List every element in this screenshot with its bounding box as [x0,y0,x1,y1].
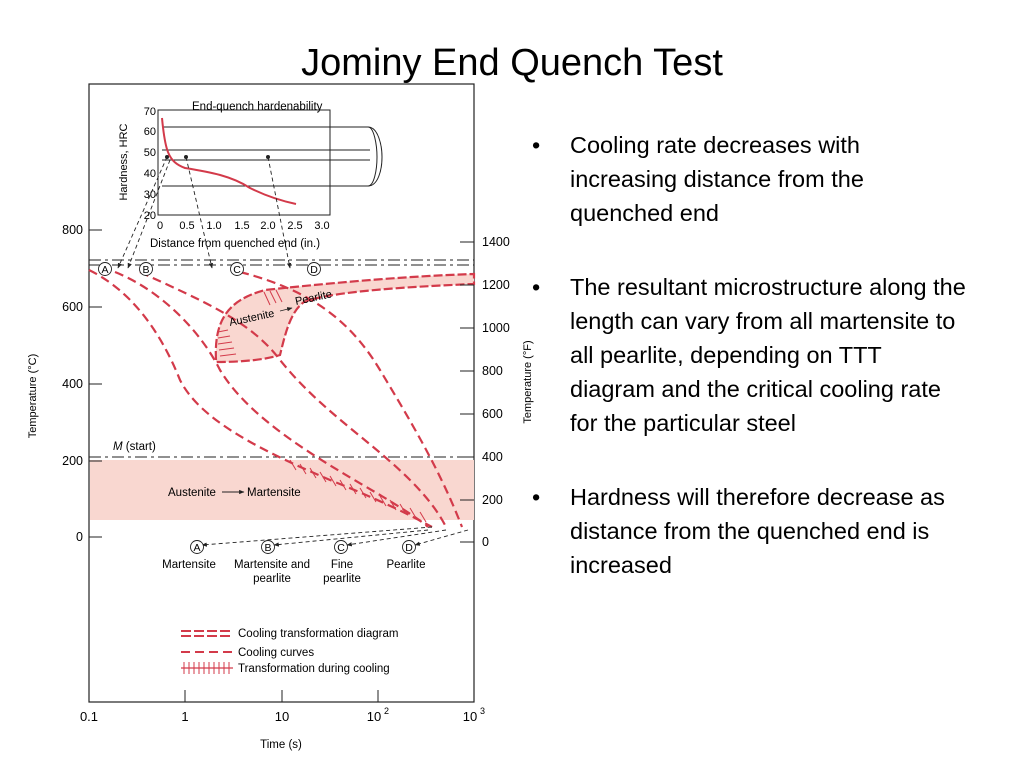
bullet-list: • Cooling rate decreases with increasing … [530,128,970,622]
svg-text:D: D [405,542,413,554]
svg-text:3.0: 3.0 [314,220,329,232]
x-tick-exp-2: 2 [384,706,389,716]
svg-text:Fine: Fine [331,559,353,571]
x-tick-0-1: 0.1 [80,709,98,724]
svg-text:D: D [310,264,318,276]
left-tick-600: 600 [62,300,83,314]
right-axis-ticks [460,241,474,543]
right-tick-200: 200 [482,493,503,507]
transformation-hatch-lower [289,459,427,523]
svg-text:A: A [101,264,108,276]
svg-text:B: B [142,264,149,276]
right-tick-800: 800 [482,364,503,378]
svg-text:1.5: 1.5 [234,220,249,232]
left-tick-800: 800 [62,223,83,237]
svg-text:pearlite: pearlite [253,573,291,585]
left-tick-400: 400 [62,377,83,391]
diagram-legend: Cooling transformation diagram Cooling c… [181,628,398,675]
right-tick-600: 600 [482,407,503,421]
right-tick-400: 400 [482,450,503,464]
bullet-text: Hardness will therefore decrease as dist… [570,484,945,578]
cooling-curves [88,269,464,528]
product-labels: Martensite Martensite and pearlite Fine … [162,559,425,585]
left-axis-ticks [89,229,102,538]
svg-text:Austenite: Austenite [168,487,216,499]
svg-text:Pearlite: Pearlite [387,559,426,571]
svg-text:C: C [337,542,345,554]
cooling-curve-b [114,270,429,528]
svg-text:Martensite and: Martensite and [234,559,310,571]
svg-text:1.0: 1.0 [206,220,221,232]
svg-text:B: B [264,542,271,554]
transformation-hatch-upper [217,289,283,357]
svg-text:Martensite: Martensite [247,487,301,499]
x-tick-10-2: 10 [367,709,381,724]
svg-text:pearlite: pearlite [323,573,361,585]
x-tick-10: 10 [275,709,289,724]
cooling-curve-c [139,271,447,528]
svg-text:70: 70 [144,106,156,118]
inset-plot: 70 60 50 40 30 20 0 0.5 1.0 1.5 2.0 2.5 … [118,101,383,250]
inset-xticks: 0 0.5 1.0 1.5 2.0 2.5 3.0 [157,220,330,232]
curve-letter-markers: A B C D [98,262,321,276]
ms-start-label: M (start) [113,441,156,453]
x-axis-label: Time (s) [260,739,302,751]
svg-text:60: 60 [144,126,156,138]
left-tick-0: 0 [76,530,83,544]
bullet-item: • Hardness will therefore decrease as dis… [530,480,970,582]
hardness-curve [161,117,297,205]
bullet-item: • The resultant microstructure along the … [530,270,970,440]
right-tick-0: 0 [482,535,489,549]
svg-text:A: A [193,542,200,554]
left-tick-200: 200 [62,454,83,468]
svg-text:0: 0 [157,220,163,232]
svg-text:40: 40 [144,168,156,180]
legend-item-cooling: Cooling curves [238,647,314,659]
cooling-curve-a [88,269,433,528]
right-axis-label: Temperature (°F) [522,340,534,423]
x-tick-exp-3: 3 [480,706,485,716]
right-tick-1000: 1000 [482,321,510,335]
svg-text:0.5: 0.5 [179,220,194,232]
inset-title: End-quench hardenability [192,101,323,113]
product-markers: A B C D [190,540,416,554]
x-tick-1: 1 [181,709,188,724]
martensite-region [90,460,474,520]
legend-item-ctd: Cooling transformation diagram [238,628,398,640]
right-tick-1200: 1200 [482,278,510,292]
bullet-text: The resultant microstructure along the l… [570,274,966,436]
x-tick-10-3: 10 [463,709,477,724]
svg-text:2.5: 2.5 [287,220,302,232]
bullet-item: • Cooling rate decreases with increasing … [530,128,970,230]
inset-ylabel: Hardness, HRC [118,123,130,200]
right-tick-1400: 1400 [482,235,510,249]
bullet-text: Cooling rate decreases with increasing d… [570,132,864,226]
bullet-dot-icon: • [532,274,541,300]
bullet-dot-icon: • [532,132,541,158]
pearlite-region [214,272,476,364]
svg-text:C: C [233,264,241,276]
bullet-dot-icon: • [532,484,541,510]
svg-text:Martensite: Martensite [162,559,216,571]
bottom-axis-ticks [88,690,475,702]
product-leaders [201,526,469,547]
legend-item-transformation: Transformation during cooling [238,663,390,675]
inset-xlabel: Distance from quenched end (in.) [150,238,320,250]
inset-leaders [117,156,292,269]
svg-text:50: 50 [144,147,156,159]
svg-text:30: 30 [144,189,156,201]
austenite-martensite-label: Austenite Martensite [168,487,301,499]
slide-title: Jominy End Quench Test [301,42,723,84]
left-axis-label: Temperature (°C) [27,354,39,438]
cooling-curve-d [239,270,464,528]
svg-text:20: 20 [144,210,156,222]
svg-text:2.0: 2.0 [260,220,275,232]
